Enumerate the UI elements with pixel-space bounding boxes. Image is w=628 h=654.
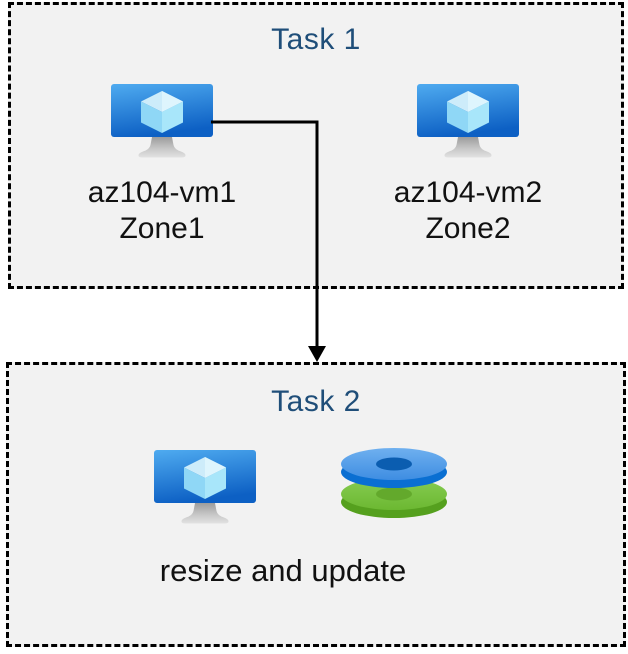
- task2-title: Task 2: [271, 385, 361, 418]
- vm2-label: az104-vm2 Zone2: [394, 175, 542, 247]
- managed-disks-icon: [341, 448, 447, 518]
- task1-box: Task 1 az104-vm1 Zone1 az104-vm2 Zone2: [8, 2, 624, 289]
- task2-box: Task 2: [6, 362, 626, 647]
- task1-title: Task 1: [271, 23, 361, 56]
- vm2-zone-label: Zone2: [425, 212, 511, 245]
- vm1-group: az104-vm1 Zone1: [52, 84, 272, 247]
- task2-caption: resize and update: [159, 553, 407, 588]
- virtual-machine-icon: [417, 84, 519, 158]
- vm1-zone-label: Zone1: [119, 212, 205, 245]
- vm1-label: az104-vm1 Zone1: [88, 175, 236, 247]
- virtual-machine-icon: [111, 84, 213, 158]
- vm2-name-label: az104-vm2: [393, 176, 543, 209]
- vm2-group: az104-vm2 Zone2: [358, 84, 578, 247]
- vm1-name-label: az104-vm1: [87, 176, 237, 209]
- virtual-machine-icon: [154, 450, 256, 524]
